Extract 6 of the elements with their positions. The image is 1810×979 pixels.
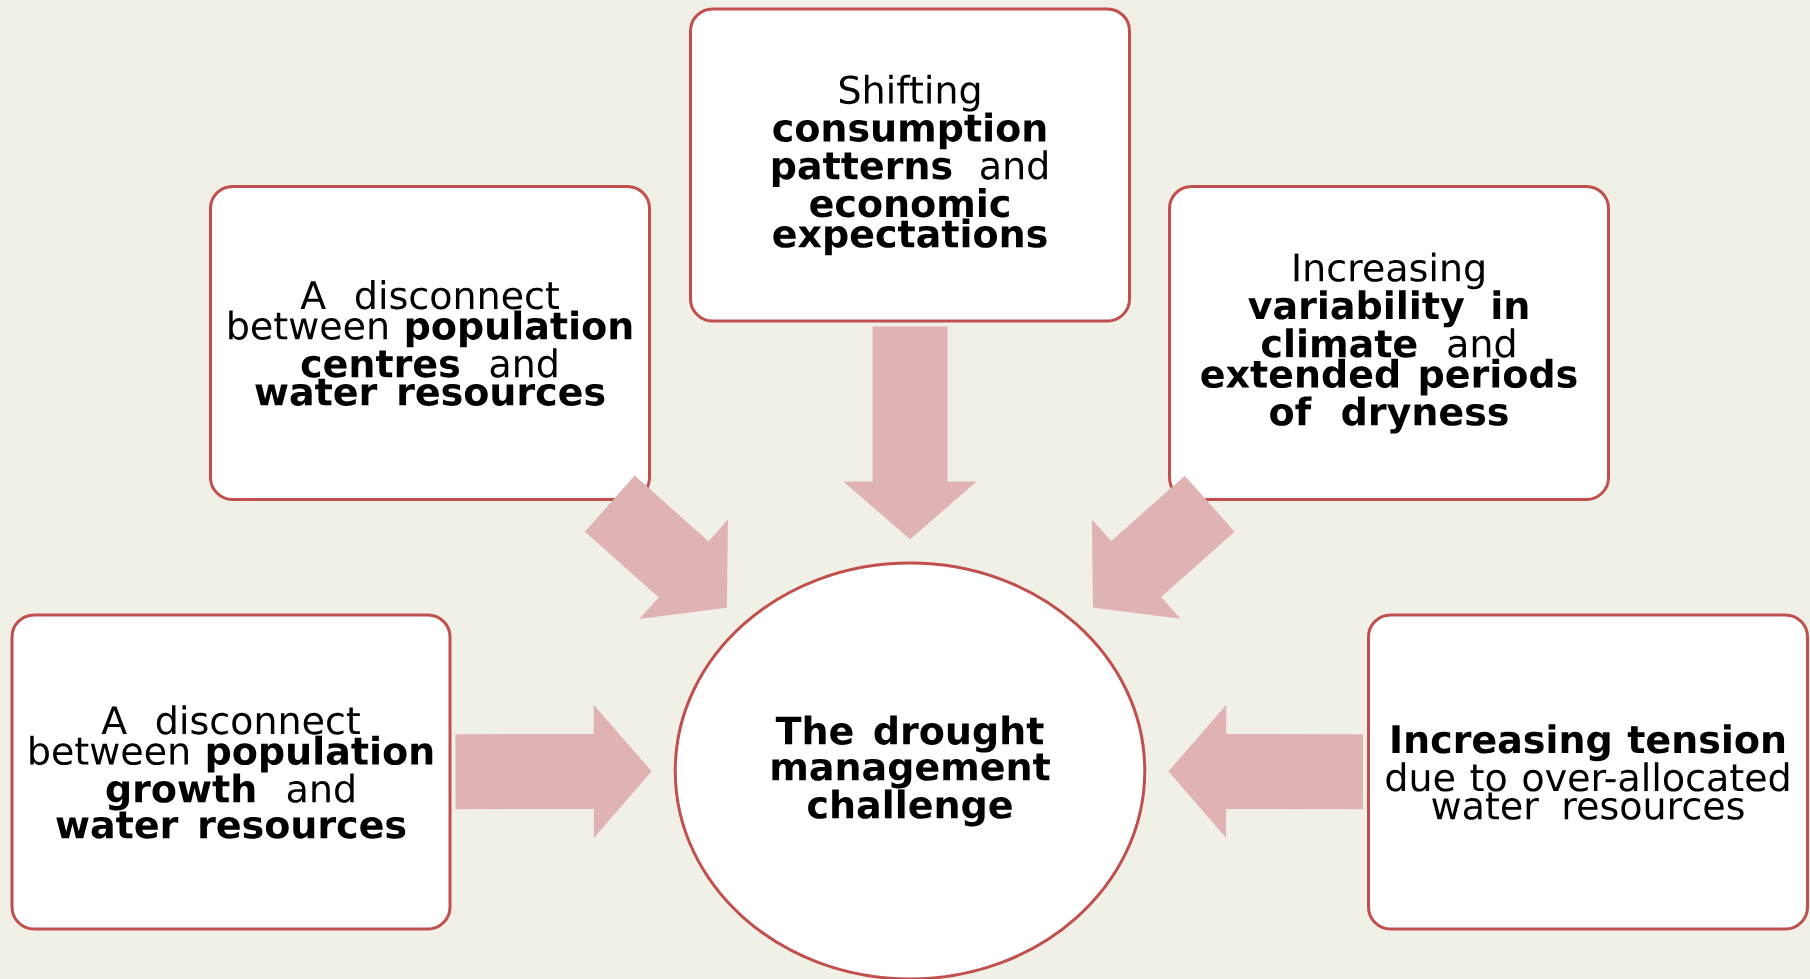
cause-box: A disconnect between population growth and water resources <box>10 613 452 931</box>
cause-box: Shifting consumption patterns and economic expectations <box>689 7 1131 323</box>
cause-box: A disconnect between population centres and water resources <box>209 185 651 501</box>
cause-box: Increasing tension due to over-allocated water resources <box>1367 613 1809 931</box>
cause-box: Increasing variability in climate and extended periods of dryness <box>1168 185 1610 501</box>
circle-node: The drought management challenge <box>673 561 1147 979</box>
